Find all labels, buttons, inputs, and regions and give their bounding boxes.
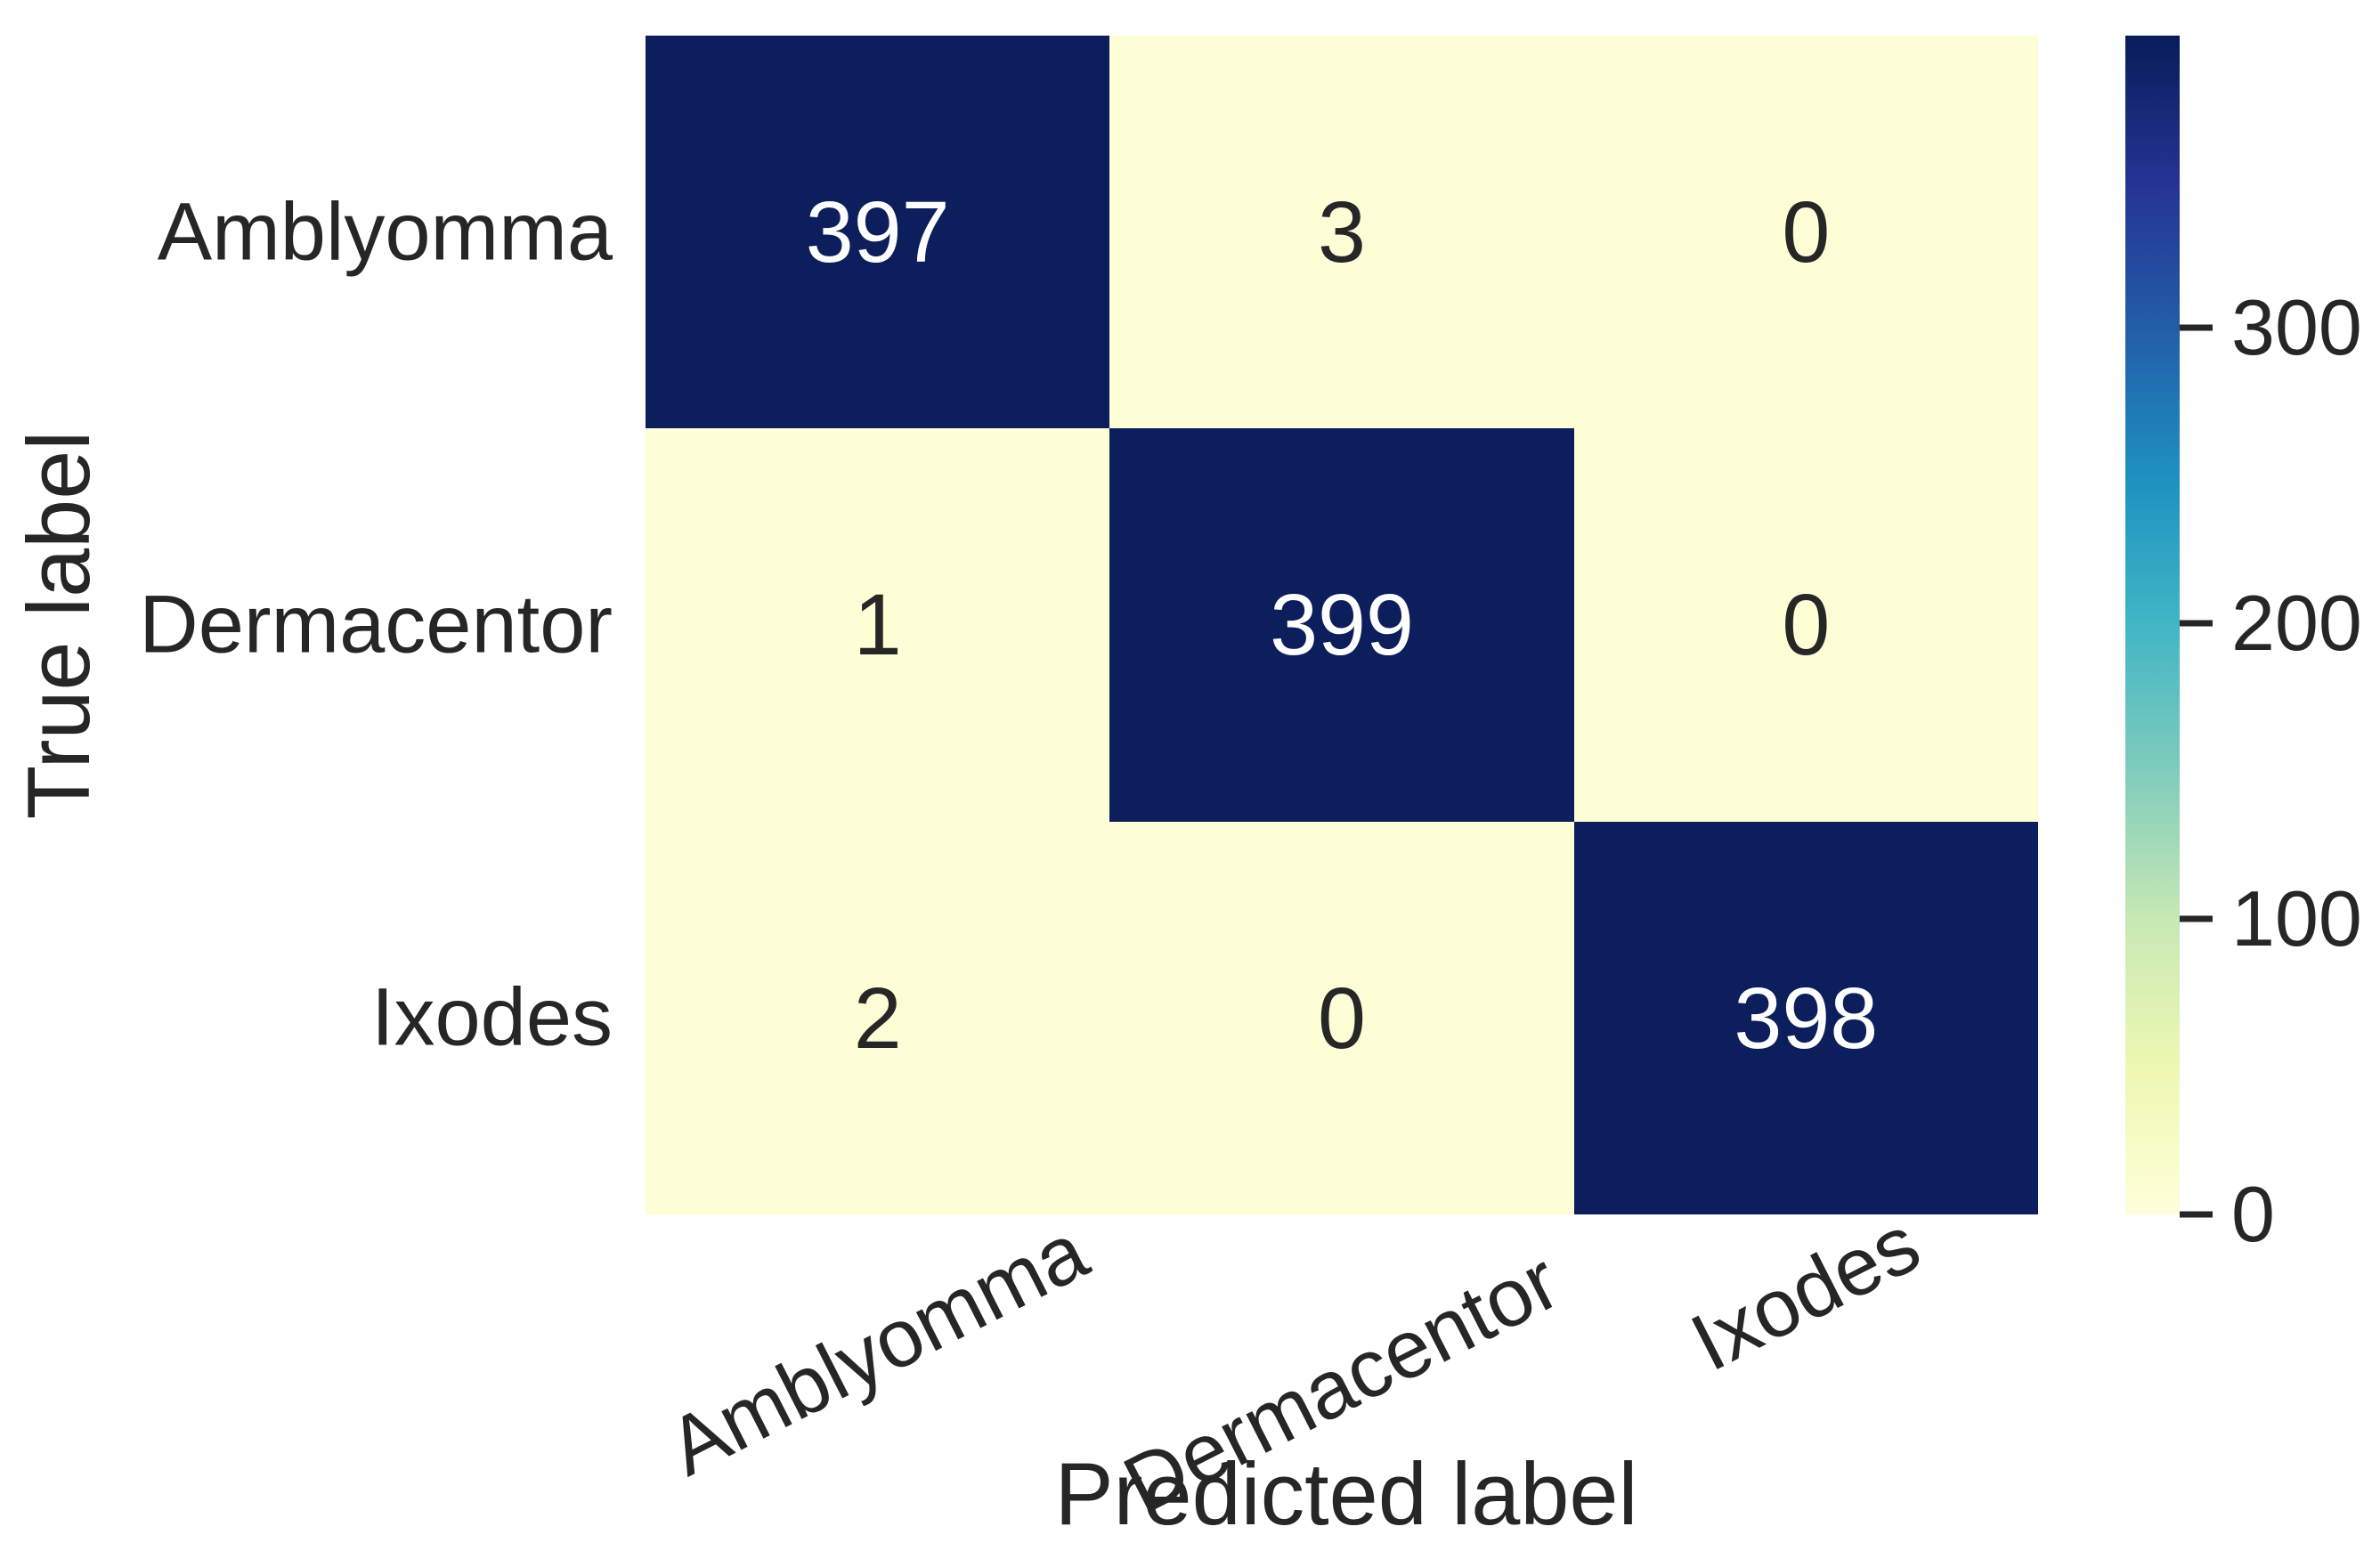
matrix-cell-r0c1: 3 — [1109, 36, 1574, 429]
y-tick-label-dermacentor: Dermacentor — [139, 579, 613, 670]
y-tick-label-ixodes: Ixodes — [370, 971, 613, 1063]
matrix-cell-r0c0: 397 — [646, 36, 1110, 429]
x-tick-label-amblyomma: Amblyomma — [654, 1206, 1101, 1494]
matrix-cell-r1c0: 1 — [646, 428, 1110, 822]
colorbar-tick-mark-100 — [2180, 915, 2213, 922]
colorbar-tick-label-300: 300 — [2231, 283, 2362, 371]
colorbar-tick-mark-0 — [2180, 1211, 2213, 1218]
matrix-cell-r2c1: 0 — [1109, 821, 1574, 1214]
x-tick-label-ixodes: Ixodes — [1677, 1198, 1934, 1389]
matrix-cell-r1c1: 399 — [1109, 428, 1574, 822]
colorbar-tick-label-200: 200 — [2231, 579, 2362, 667]
colorbar-tick-label-0: 0 — [2231, 1170, 2275, 1258]
y-tick-label-amblyomma: Amblyomma — [157, 186, 613, 278]
heatmap-grid: 397 3 0 1 399 0 2 0 398 — [646, 36, 2038, 1214]
colorbar-tick-mark-200 — [2180, 620, 2213, 627]
colorbar-tick-mark-300 — [2180, 324, 2213, 331]
matrix-cell-r0c2: 0 — [1573, 36, 2038, 429]
colorbar-gradient — [2125, 36, 2180, 1214]
matrix-cell-r1c2: 0 — [1573, 428, 2038, 822]
matrix-cell-r2c0: 2 — [646, 821, 1110, 1214]
matrix-cell-r2c2: 398 — [1573, 821, 2038, 1214]
x-axis-title: Predicted label — [1054, 1444, 1638, 1543]
colorbar-tick-label-100: 100 — [2231, 874, 2362, 962]
